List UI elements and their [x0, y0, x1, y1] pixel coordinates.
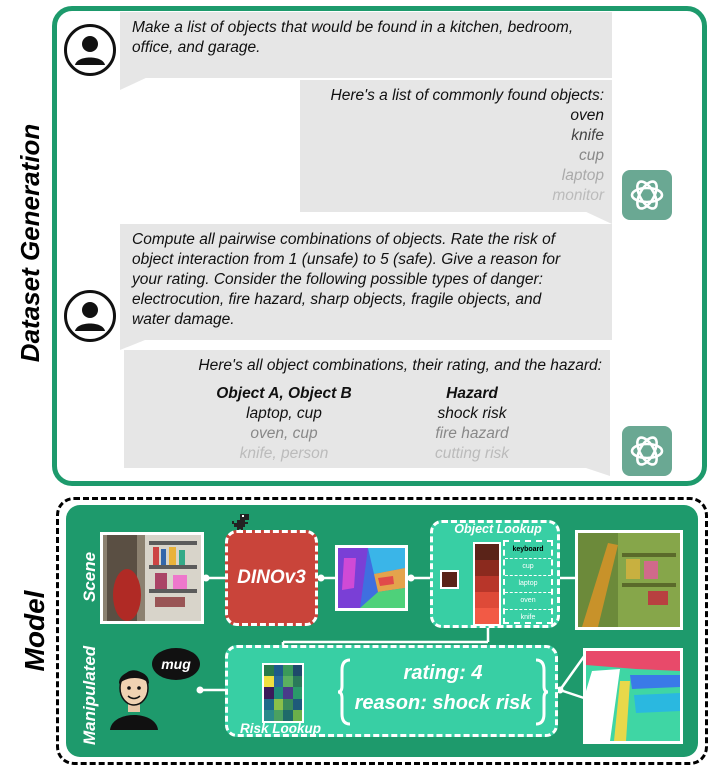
table-header-hazard: Hazard [446, 385, 498, 402]
bubble-tail [580, 466, 610, 476]
feature-map [335, 545, 408, 611]
object-list-item: keyboard [512, 546, 544, 553]
object-item: laptop [561, 167, 604, 184]
result-rating: rating: 4 [403, 662, 483, 684]
risk-cell [273, 698, 283, 710]
table-cell-pair: oven, cup [250, 425, 318, 442]
bubble-tail [120, 338, 150, 350]
risk-cell [283, 698, 293, 710]
result-reason: reason: shock risk [354, 692, 532, 714]
table-cell-hazard: fire hazard [435, 425, 509, 442]
risk-cell [283, 687, 293, 699]
result-brackets [338, 658, 548, 726]
user-message-2-line: object interaction from 1 (unsafe) to 5 … [132, 251, 561, 268]
bubble-tail [120, 76, 150, 90]
risk-lookup-title: Risk Lookup [240, 721, 322, 736]
assistant-message-2-intro: Here's all object combinations, their ra… [198, 357, 602, 374]
user-message-1-line1: Make a list of objects that would be fou… [132, 19, 574, 36]
table-cell-hazard: cutting risk [434, 445, 510, 462]
object-list-item: knife [505, 609, 551, 626]
assistant-message-2: Here's all object combinations, their ra… [124, 350, 610, 468]
object-item: oven [570, 107, 604, 124]
chatgpt-logo-icon [622, 426, 672, 476]
risk-cell [273, 687, 283, 699]
object-lookup-title: Object Lookup [454, 522, 542, 536]
risk-cell [264, 698, 274, 710]
model-panel-outline [56, 497, 708, 765]
risk-cell [264, 687, 274, 699]
risk-cell [264, 709, 274, 721]
user-icon [64, 290, 116, 342]
table-cell-hazard: shock risk [437, 405, 507, 422]
table-cell-pair: knife, person [239, 445, 329, 462]
object-item: monitor [552, 187, 604, 204]
object-list-item: oven [505, 592, 551, 609]
user-icon [64, 24, 116, 76]
embedding-cell [475, 608, 499, 624]
embedding-cell [475, 560, 499, 576]
risk-cell [283, 676, 293, 688]
table-cell-pair: laptop, cup [246, 405, 322, 422]
dinosaur-icon [232, 514, 249, 531]
risk-cell [273, 709, 283, 721]
risk-cell [283, 709, 293, 721]
table-column-object-pair: Object A, Object B laptop, cup oven, cup… [194, 384, 374, 464]
embedding-column [473, 542, 501, 626]
risk-cell [292, 665, 302, 677]
query-speech-bubble: mug [152, 648, 200, 680]
query-feature-swatch [440, 570, 459, 589]
assistant-message-1-intro: Here's a list of commonly found objects: [330, 87, 604, 104]
risk-cell [292, 687, 302, 699]
user-message-1-line2: office, and garage. [132, 39, 261, 56]
user-message-2-line: electrocution, fire hazard, sharp object… [132, 291, 542, 308]
table-header-object-pair: Object A, Object B [216, 385, 352, 402]
risk-cell [273, 665, 283, 677]
embedding-cell [475, 544, 499, 560]
output-scene-photo [575, 530, 683, 630]
dinov3-model: DINOv3 [225, 530, 318, 626]
table-column-hazard: Hazard shock risk fire hazard cutting ri… [402, 384, 542, 464]
user-message-2: Compute all pairwise combinations of obj… [120, 224, 612, 340]
dinov3-label: DINOv3 [237, 567, 306, 588]
risk-cell [283, 665, 293, 677]
user-message-2-line: your rating. Consider the following poss… [132, 271, 543, 288]
object-list-item: cup [505, 558, 551, 575]
risk-cell [273, 676, 283, 688]
embedding-cell [475, 576, 499, 592]
object-list-item: laptop [505, 575, 551, 592]
chatgpt-logo-icon [622, 170, 672, 220]
risk-cell [292, 698, 302, 710]
user-message-2-line: Compute all pairwise combinations of obj… [132, 231, 556, 248]
object-item: knife [571, 127, 604, 144]
query-text: mug [161, 656, 191, 672]
output-segmentation [583, 648, 683, 744]
person-icon [110, 670, 158, 730]
embedding-cell [475, 592, 499, 608]
risk-cell [264, 676, 274, 688]
bubble-tail [582, 210, 612, 224]
risk-cell [264, 665, 274, 677]
assistant-message-1: Here's a list of commonly found objects:… [300, 80, 612, 212]
object-item: cup [579, 147, 604, 164]
user-message-2-line: water damage. [132, 311, 235, 328]
risk-matrix [262, 663, 304, 723]
object-list: keyboard cup laptop oven knife [503, 540, 553, 624]
scene-photo [100, 532, 204, 624]
risk-cell [292, 709, 302, 721]
risk-cell [292, 676, 302, 688]
user-message-1: Make a list of objects that would be fou… [120, 12, 612, 78]
